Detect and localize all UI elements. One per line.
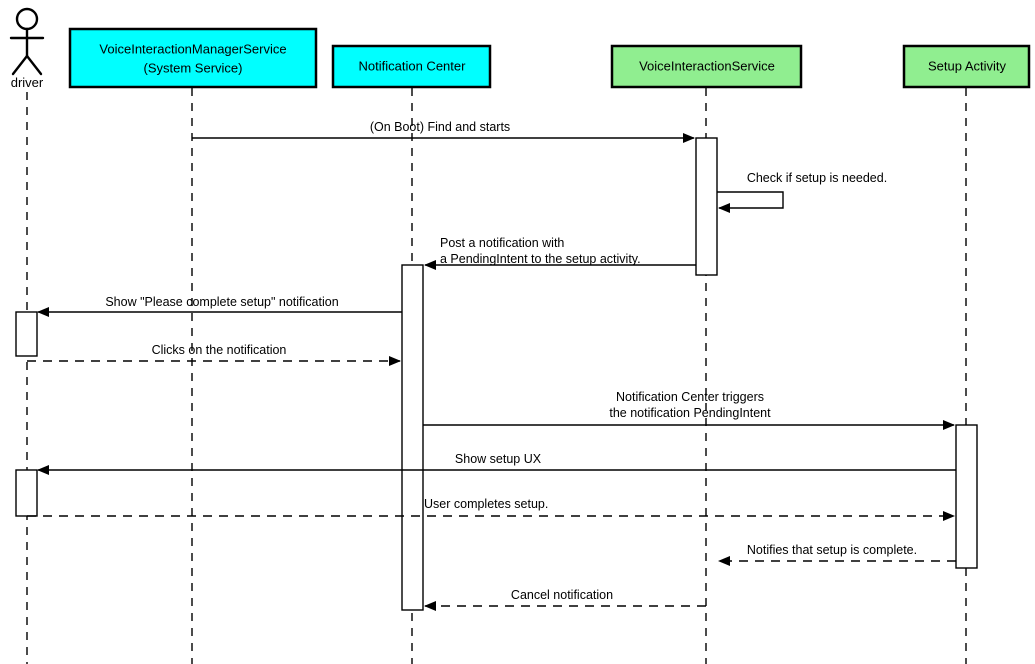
participant-label-vims-line1: VoiceInteractionManagerService	[99, 41, 286, 56]
participant-box-notification-center[interactable]	[331, 44, 492, 89]
message-label-post-notification-line1: Post a notification with	[440, 236, 564, 250]
message-notifies-setup-complete[interactable]: Notifies that setup is complete.	[718, 543, 956, 566]
participant-vis[interactable]: VoiceInteractionService	[610, 44, 803, 89]
message-label-cancel-notification: Cancel notification	[511, 588, 613, 602]
message-label-show-notification: Show "Please complete setup" notificatio…	[105, 295, 338, 309]
participant-box-vims[interactable]	[68, 27, 318, 89]
message-arrow-self-check	[717, 191, 784, 213]
participant-driver[interactable]: driver	[9, 7, 45, 90]
message-label-user-completes-setup: User completes setup.	[424, 497, 548, 511]
message-on-boot-find-and-starts[interactable]: (On Boot) Find and starts	[192, 120, 695, 143]
message-label-triggers-line1: Notification Center triggers	[616, 390, 764, 404]
participant-vims[interactable]: VoiceInteractionManagerService (System S…	[68, 27, 318, 89]
message-post-a-notification[interactable]: Post a notification with a PendingIntent…	[424, 236, 696, 270]
participant-label-notification-center: Notification Center	[359, 58, 467, 73]
message-label-post-notification-line2: a PendingIntent to the setup activity.	[440, 252, 641, 266]
activation-bar-driver-2	[15, 469, 38, 517]
message-cancel-notification[interactable]: Cancel notification	[424, 588, 706, 611]
message-label-show-setup-ux: Show setup UX	[455, 452, 542, 466]
activation-bar-driver-1	[15, 311, 38, 357]
activations-group	[15, 137, 978, 611]
participant-label-driver: driver	[11, 75, 44, 90]
participant-notification-center[interactable]: Notification Center	[331, 44, 492, 89]
message-show-setup-notification[interactable]: Show "Please complete setup" notificatio…	[37, 295, 402, 317]
message-label-clicks-notification: Clicks on the notification	[152, 343, 287, 357]
message-clicks-on-the-notification[interactable]: Clicks on the notification	[27, 343, 401, 366]
participant-setup-activity[interactable]: Setup Activity	[902, 44, 1031, 89]
message-label-triggers-line2: the notification PendingIntent	[609, 406, 771, 420]
participant-label-setup-activity: Setup Activity	[928, 58, 1007, 73]
activation-bar-setup-activity	[955, 424, 978, 569]
participant-label-vims-line2: (System Service)	[144, 60, 243, 75]
participant-label-vis: VoiceInteractionService	[639, 58, 775, 73]
message-notification-center-triggers[interactable]: Notification Center triggers the notific…	[423, 390, 955, 430]
message-show-setup-ux[interactable]: Show setup UX	[37, 452, 956, 475]
message-check-if-setup-is-needed[interactable]: Check if setup is needed.	[717, 171, 887, 213]
message-label-on-boot: (On Boot) Find and starts	[370, 120, 510, 134]
activation-bar-vis	[695, 137, 718, 276]
message-user-completes-setup[interactable]: User completes setup.	[27, 497, 955, 521]
message-label-check-setup: Check if setup is needed.	[747, 171, 887, 185]
participant-box-setup-activity[interactable]	[902, 44, 1031, 89]
activation-bar-notification-center	[401, 264, 424, 611]
message-label-notifies-setup-complete: Notifies that setup is complete.	[747, 543, 917, 557]
stick-figure-actor-icon	[9, 7, 45, 76]
participant-box-vis[interactable]	[610, 44, 803, 89]
